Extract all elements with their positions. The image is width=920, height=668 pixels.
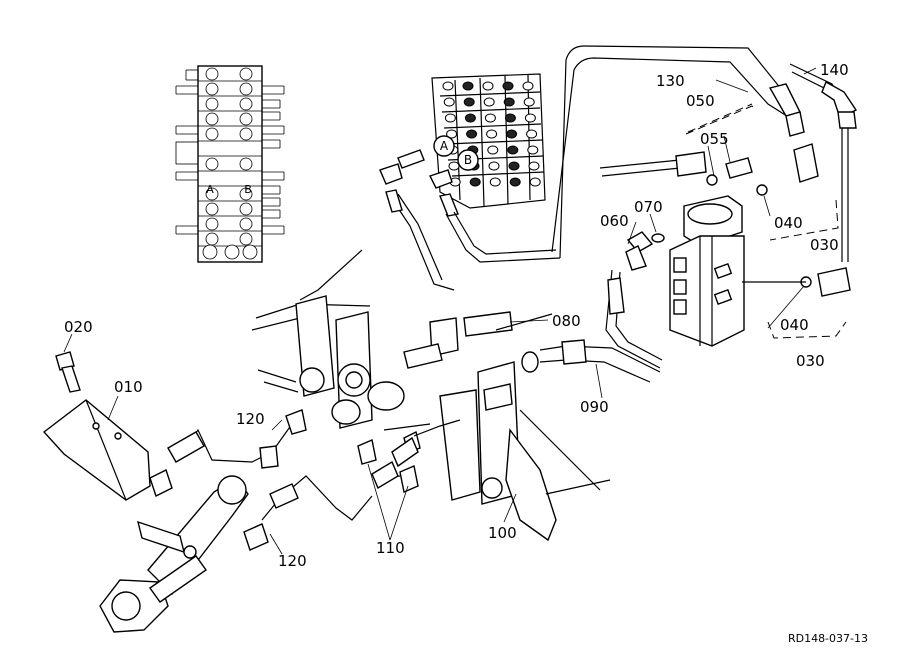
inset-spool-circle	[205, 82, 219, 96]
valve-block-inset: A B	[175, 65, 285, 263]
valve-stack-bolt	[464, 113, 476, 123]
valve-stack-bolt	[446, 129, 458, 139]
valve-stack-bolt	[503, 97, 515, 107]
valve-stack-bolt	[526, 129, 538, 139]
swivel-joint	[669, 143, 851, 347]
valve-stack-bolt	[524, 113, 536, 123]
part-number-labels: 140 130 050 055 040 030 060 070 040 030 …	[64, 61, 849, 570]
inset-spool-circle	[205, 232, 219, 246]
valve-stack-bolt	[504, 113, 516, 123]
valve-stack-bolt	[527, 145, 539, 155]
valve-stack-bolt	[507, 145, 519, 155]
label-120-upper: 120	[236, 410, 265, 428]
inset-port-circle	[224, 244, 240, 260]
valve-stack-bolt	[529, 177, 541, 187]
control-valve-stack: A B	[379, 73, 561, 291]
valve-stack-bolt	[523, 97, 535, 107]
hose-080	[599, 151, 753, 186]
inset-spool-circle	[205, 217, 219, 231]
valve-stack-bolt	[528, 161, 540, 171]
inset-spool-circle	[239, 232, 253, 246]
hose-120-lower	[243, 475, 373, 551]
label-010: 010	[114, 378, 143, 396]
valve-stack-bolt	[487, 145, 499, 155]
valve-stack-bolt	[508, 161, 520, 171]
inset-spool-circle	[205, 112, 219, 126]
inset-port-circle	[242, 244, 258, 260]
label-060: 060	[600, 212, 629, 230]
hose-110	[371, 419, 461, 490]
inset-spool-circle	[239, 187, 253, 201]
label-130: 130	[656, 72, 685, 90]
label-020: 020	[64, 318, 93, 336]
label-050: 050	[686, 92, 715, 110]
inset-spool-circle	[239, 82, 253, 96]
label-100: 100	[488, 524, 517, 542]
inset-spool-circle	[205, 127, 219, 141]
bolt-020	[55, 351, 81, 393]
inset-spool-circle	[239, 157, 253, 171]
valve-stack-bolt	[448, 161, 460, 171]
hose-120-upper	[149, 409, 307, 497]
valve-stack-bolt	[506, 129, 518, 139]
label-110: 110	[376, 539, 405, 557]
valve-stack-bolt	[502, 81, 514, 91]
label-040-upper: 040	[774, 214, 803, 232]
label-055: 055	[700, 130, 729, 148]
inset-port-circle	[202, 244, 218, 260]
label-040-lower: 040	[780, 316, 809, 334]
inset-spool-circle	[239, 112, 253, 126]
inset-spool-circle	[205, 202, 219, 216]
label-090: 090	[580, 398, 609, 416]
valve-stack-bolt	[442, 81, 454, 91]
valve-stack-bolt	[462, 81, 474, 91]
pipe-130	[551, 45, 805, 259]
valve-stack-bolt	[488, 161, 500, 171]
inset-spool-circle	[205, 67, 219, 81]
valve-stack-bolt	[483, 97, 495, 107]
label-030-upper: 030	[810, 236, 839, 254]
valve-stack-bolt	[509, 177, 521, 187]
label-080: 080	[552, 312, 581, 330]
inset-spool-circle	[239, 217, 253, 231]
label-030-lower: 030	[796, 352, 825, 370]
inset-spool-circle	[205, 157, 219, 171]
inset-spool-circle	[205, 97, 219, 111]
swing-cylinder	[99, 475, 249, 633]
valve-stack-bolt	[443, 97, 455, 107]
inset-spool-circle	[239, 97, 253, 111]
inset-spool-circle	[239, 67, 253, 81]
valve-stack-bolt	[486, 129, 498, 139]
leader-lines	[63, 67, 817, 555]
label-120-lower: 120	[278, 552, 307, 570]
inset-spool-circle	[239, 127, 253, 141]
port-b-label: B	[464, 153, 472, 167]
group-050-box	[687, 103, 753, 133]
inset-spool-circle	[205, 187, 219, 201]
valve-stack-bolt	[482, 81, 494, 91]
pipe-140	[789, 63, 858, 262]
port-b-inset-label: B	[244, 183, 252, 196]
port-a-label: A	[440, 139, 449, 153]
reference-code: RD148-037-13	[788, 632, 868, 645]
valve-stack-bolt	[466, 129, 478, 139]
fitting-060	[605, 231, 665, 369]
bracket-010	[42, 399, 151, 501]
label-070: 070	[634, 198, 663, 216]
valve-stack-bolt	[463, 97, 475, 107]
valve-stack-bolt	[469, 177, 481, 187]
pedal-frame	[251, 249, 611, 542]
inset-spool-circle	[239, 202, 253, 216]
hose-090	[521, 339, 661, 383]
group-030-upper-box	[685, 105, 839, 241]
valve-stack-bolt	[484, 113, 496, 123]
valve-stack-bolt	[444, 113, 456, 123]
label-140: 140	[820, 61, 849, 79]
valve-stack-bolt	[489, 177, 501, 187]
valve-stack-bolt	[522, 81, 534, 91]
port-a-inset-label: A	[206, 183, 214, 196]
